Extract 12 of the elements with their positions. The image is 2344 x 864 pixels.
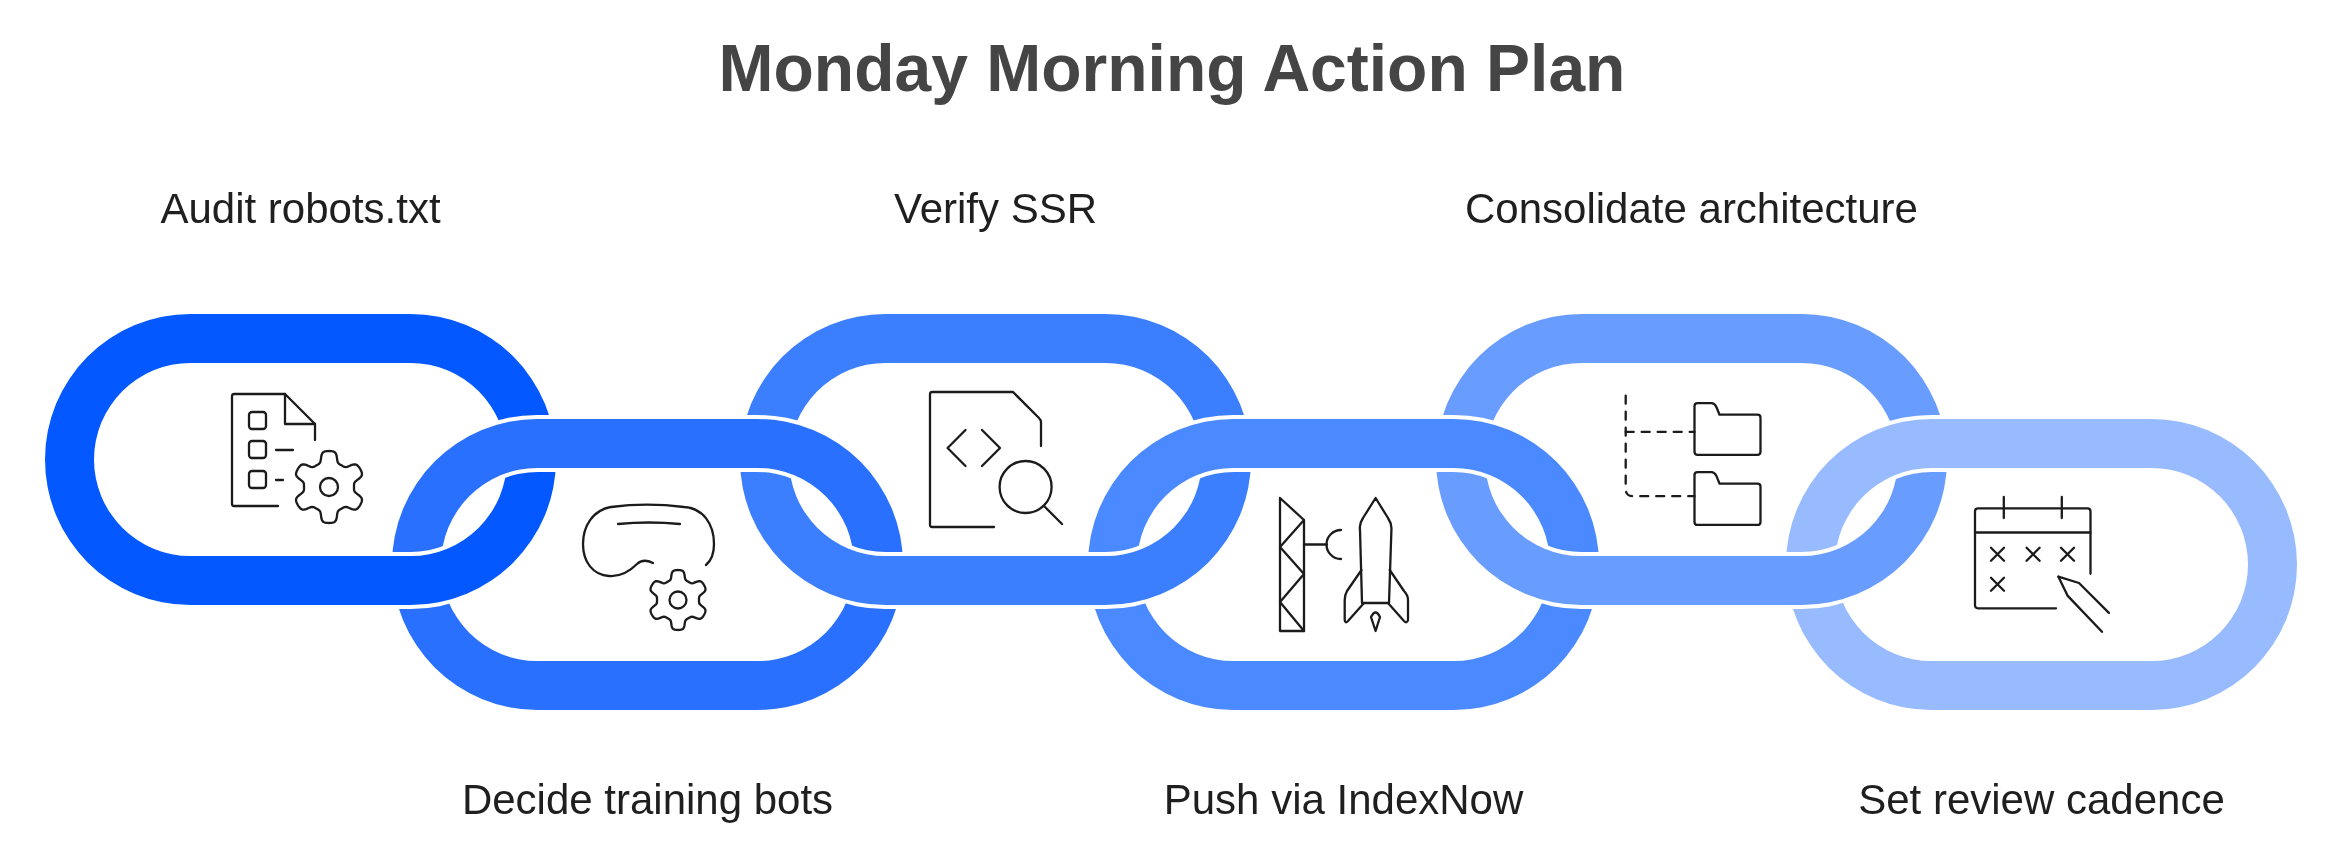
chain-link: [1786, 419, 2297, 710]
chain-link: [1436, 314, 1947, 605]
chain-link: [740, 314, 1251, 605]
link-label: Audit robots.txt: [160, 185, 441, 233]
link-label: Push via IndexNow: [1163, 776, 1524, 824]
link-label: Set review cadence: [1858, 776, 2225, 824]
chain-link: [392, 419, 903, 710]
link-label: Consolidate architecture: [1465, 185, 1918, 233]
chain-link: [45, 314, 556, 605]
link-label: Verify SSR: [893, 185, 1098, 233]
title: Monday Morning Action Plan: [718, 30, 1626, 106]
link-label: Decide training bots: [461, 776, 834, 824]
